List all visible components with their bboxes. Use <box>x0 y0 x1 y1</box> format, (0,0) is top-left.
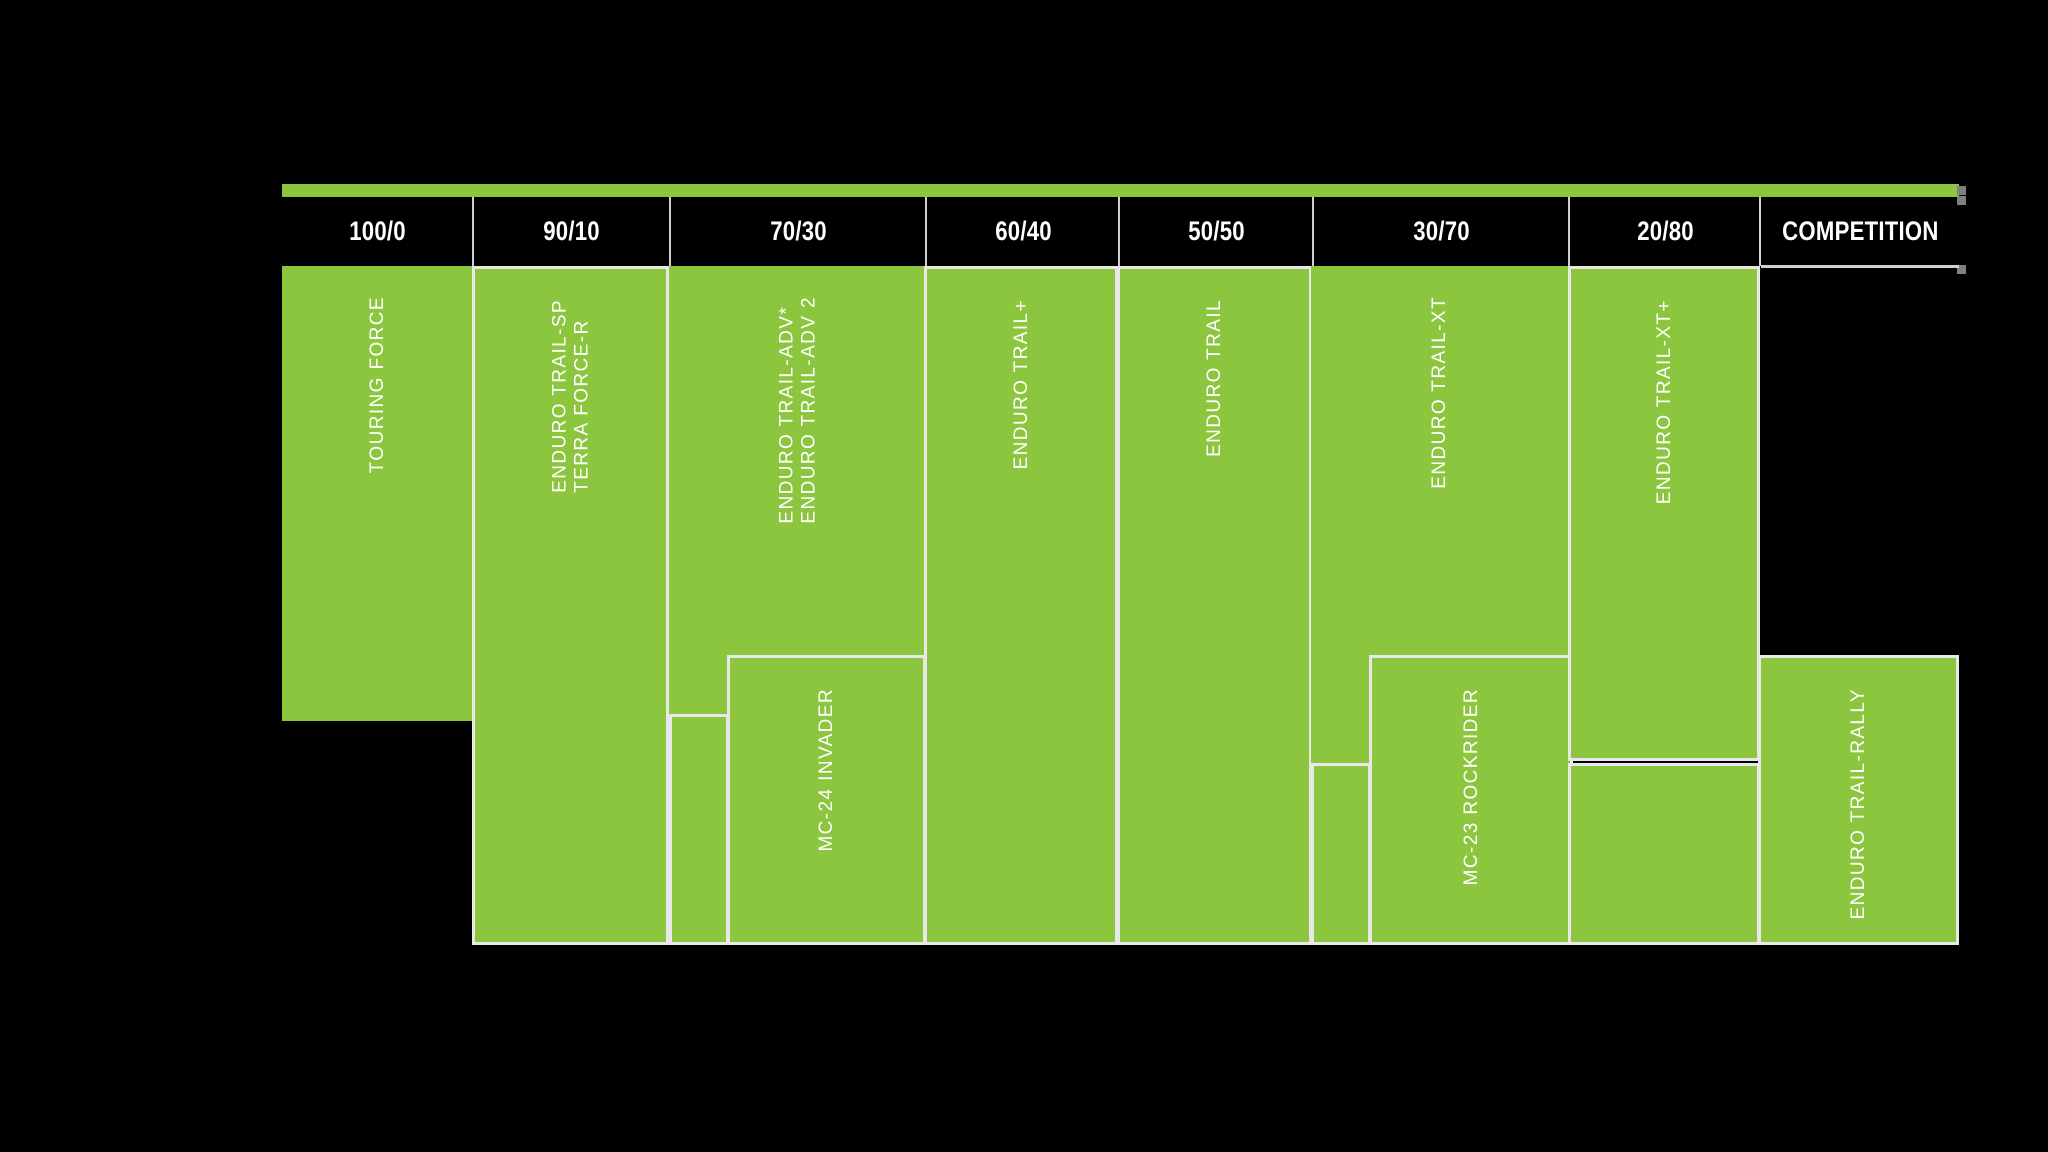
header-label: 70/30 <box>770 216 827 246</box>
bar-enduro-trail-xt[interactable]: ENDURO TRAIL-XT <box>1311 266 1568 667</box>
category-header-row: 100/0 90/10 70/30 60/40 50/50 30/70 20/8… <box>282 197 1959 266</box>
header-cell-competition[interactable]: COMPETITION <box>1761 197 1959 266</box>
competition-underline <box>1761 265 1959 268</box>
rail-tick-marker <box>1957 196 1966 205</box>
top-green-rail <box>282 184 1959 197</box>
header-cell-70-30[interactable]: 70/30 <box>670 197 927 266</box>
header-label: 90/10 <box>543 216 600 246</box>
bar-label: ENDURO TRAIL-SP <box>549 299 570 493</box>
bar-enduro-trail[interactable]: ENDURO TRAIL <box>1117 266 1312 945</box>
header-label: 60/40 <box>995 216 1052 246</box>
bar-label-wrap: MC-24 INVADER <box>730 658 923 942</box>
bar-touring-force[interactable]: TOURING FORCE <box>282 266 472 721</box>
header-separator <box>669 197 671 266</box>
header-separator <box>925 197 927 266</box>
bar-label: TERRA FORCE-R <box>571 319 592 493</box>
bar-label: MC-23 ROCKRIDER <box>1460 688 1482 886</box>
rail-tick-marker <box>1957 186 1966 195</box>
bar-label-wrap: TOURING FORCE <box>282 266 472 721</box>
bar-label-wrap: MC-23 ROCKRIDER <box>1372 658 1570 942</box>
header-label: COMPETITION <box>1781 216 1939 246</box>
bar-label: ENDURO TRAIL-XT <box>1429 296 1450 489</box>
bar-label: ENDURO TRAIL-RALLY <box>1848 688 1869 920</box>
bar-label: TOURING FORCE <box>366 296 388 474</box>
bar-label-wrap: ENDURO TRAIL+ <box>927 269 1115 942</box>
bar-enduro-trail-xt-plus[interactable]: ENDURO TRAIL-XT+ <box>1568 266 1760 761</box>
header-cell-50-50[interactable]: 50/50 <box>1120 197 1314 266</box>
bar-enduro-trail-xt-lower-stub[interactable] <box>1311 763 1371 945</box>
bar-label-wrap: ENDURO TRAIL-XT <box>1311 266 1568 667</box>
rail-tick-marker <box>1957 265 1966 274</box>
header-cell-20-80[interactable]: 20/80 <box>1570 197 1761 266</box>
bar-label: ENDURO TRAIL-ADV* <box>776 305 797 524</box>
header-label: 100/0 <box>349 216 406 246</box>
bar-terra-force-r-enduro-trail-sp[interactable]: TERRA FORCE-R ENDURO TRAIL-SP <box>472 266 669 945</box>
bar-label-wrap: ENDURO TRAIL-XT+ <box>1571 269 1757 758</box>
bar-enduro-trail-adv2-enduro-trail-adv[interactable]: ENDURO TRAIL-ADV 2 ENDURO TRAIL-ADV* <box>669 266 926 667</box>
bar-label: ENDURO TRAIL+ <box>1010 299 1032 470</box>
header-cell-60-40[interactable]: 60/40 <box>927 197 1120 266</box>
header-separator <box>1118 197 1120 266</box>
header-label: 50/50 <box>1188 216 1246 246</box>
bar-enduro-trail-plus[interactable]: ENDURO TRAIL+ <box>924 266 1118 945</box>
bar-mc-23-rockrider[interactable]: MC-23 ROCKRIDER <box>1369 655 1573 945</box>
bar-label-wrap: ENDURO TRAIL-RALLY <box>1761 658 1956 942</box>
bar-label: ENDURO TRAIL-XT+ <box>1653 299 1675 505</box>
header-cell-90-10[interactable]: 90/10 <box>473 197 670 266</box>
header-label: 30/70 <box>1413 216 1471 246</box>
bar-label-stack: TERRA FORCE-R ENDURO TRAIL-SP <box>549 299 592 493</box>
header-separator <box>1568 197 1570 266</box>
bar-label-stack: ENDURO TRAIL-ADV 2 ENDURO TRAIL-ADV* <box>776 296 819 524</box>
header-separator <box>472 197 474 266</box>
bar-label: ENDURO TRAIL-ADV 2 <box>798 296 819 524</box>
bar-enduro-trail-xt-plus-lower-stub[interactable] <box>1568 763 1760 945</box>
header-separator <box>1759 197 1761 266</box>
bar-label-wrap: ENDURO TRAIL <box>1120 269 1309 942</box>
bar-label: MC-24 INVADER <box>816 688 837 852</box>
bar-label: ENDURO TRAIL <box>1204 299 1225 457</box>
bar-enduro-trail-rally[interactable]: ENDURO TRAIL-RALLY <box>1758 655 1959 945</box>
header-label: 20/80 <box>1637 216 1694 246</box>
header-cell-30-70[interactable]: 30/70 <box>1314 197 1570 266</box>
bar-enduro-trail-adv-lower-stub[interactable] <box>669 714 729 945</box>
header-separator <box>1312 197 1314 266</box>
bar-mc-24-invader[interactable]: MC-24 INVADER <box>727 655 926 945</box>
header-cell-100-0[interactable]: 100/0 <box>282 197 473 266</box>
